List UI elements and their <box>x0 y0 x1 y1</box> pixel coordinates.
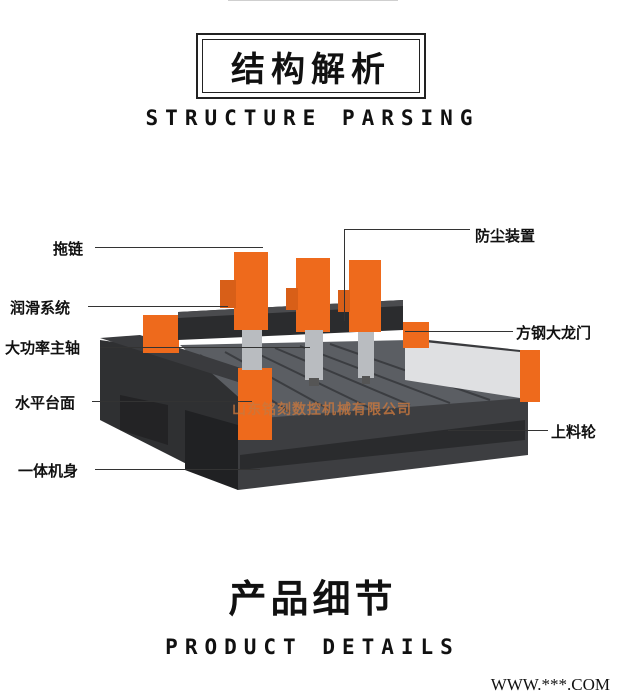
machine-leg <box>185 410 238 490</box>
leader-dust-cover-vertical <box>344 229 345 321</box>
company-watermark: 山东铭刻数控机械有限公司 <box>232 402 412 418</box>
front-right-corner-block <box>520 350 540 402</box>
leader-bed <box>95 469 260 470</box>
front-left-corner-block <box>238 368 272 440</box>
spindle-motor-3 <box>358 332 374 378</box>
leader-dust-cover-horizontal <box>344 229 470 230</box>
footer-website[interactable]: WWW.***.COM <box>490 675 610 694</box>
spindle-head-2 <box>296 258 330 332</box>
top-divider <box>228 0 398 1</box>
spindle-motor-2 <box>305 330 323 380</box>
details-subtitle: PRODUCT DETAILS <box>165 635 460 659</box>
details-title: 产品细节 <box>228 577 397 621</box>
label-gantry: 方钢大龙门 <box>516 324 592 342</box>
leader-lubrication <box>88 306 228 307</box>
structure-title: 结构解析 <box>231 49 391 90</box>
label-loading-wheel: 上料轮 <box>551 423 597 441</box>
rear-left-corner-block <box>143 315 179 353</box>
spindle-motor-1 <box>242 330 262 370</box>
label-spindle: 大功率主轴 <box>5 339 81 357</box>
leader-table <box>92 401 252 402</box>
label-table: 水平台面 <box>15 394 76 412</box>
structure-subtitle: STRUCTURE PARSING <box>145 106 480 130</box>
label-dust-cover: 防尘装置 <box>475 227 536 245</box>
label-lubrication: 润滑系统 <box>10 299 71 317</box>
label-drag-chain: 拖链 <box>53 240 84 258</box>
dust-cover-panel <box>405 340 520 398</box>
structure-title-inner-frame: 结构解析 <box>202 39 420 93</box>
leader-gantry <box>405 331 513 332</box>
leader-loading-wheel <box>448 430 548 431</box>
left-rail <box>100 335 262 382</box>
spindle-head-3 <box>349 260 381 332</box>
spindle-head-1 <box>234 252 268 330</box>
rear-right-corner-block <box>403 322 429 348</box>
structure-title-frame: 结构解析 <box>196 33 426 99</box>
label-bed: 一体机身 <box>18 462 79 480</box>
leader-spindle <box>100 347 310 348</box>
leader-drag-chain <box>95 247 263 248</box>
